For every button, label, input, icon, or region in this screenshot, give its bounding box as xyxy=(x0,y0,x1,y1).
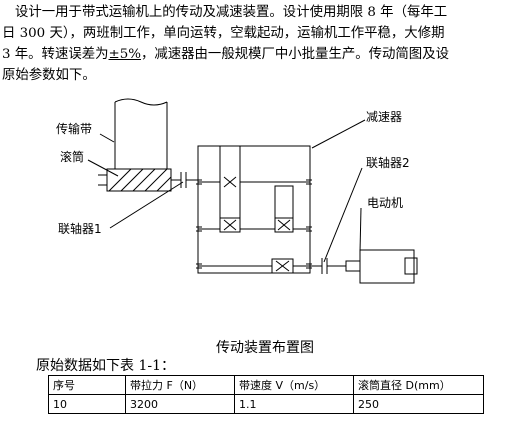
cell-belt-tension: 3200 xyxy=(125,394,235,414)
parameters-table: 序号 带拉力 F（N） 带速度 V（m/s） 滚筒直径 D(mm） 10 320… xyxy=(48,375,484,414)
intro-paragraph: 设计一用于带式运输机上的传动及减速装置。设计使用期限 8 年（每年工 日 300… xyxy=(2,2,526,86)
label-coupling-1: 联轴器1 xyxy=(58,221,102,236)
diagram-caption: 传动装置布置图 xyxy=(216,340,314,356)
label-coupling-2: 联轴器2 xyxy=(366,155,410,170)
gear-2 xyxy=(219,217,241,233)
table-header-row: 序号 带拉力 F（N） 带速度 V（m/s） 滚筒直径 D(mm） xyxy=(48,375,484,395)
intro-line-3: 3 年。转速误差为±5%，减速器由一般规模厂中小批量生产。传动简图及设 xyxy=(2,44,526,65)
intro-line-1: 设计一用于带式运输机上的传动及减速装置。设计使用期限 8 年（每年工 xyxy=(15,5,448,20)
intro-line-2: 日 300 天），两班制工作，单向运转，空载起动，运输机工作平稳，大修期 xyxy=(2,26,445,41)
cell-drum-diameter: 250 xyxy=(353,394,484,414)
cell-index: 10 xyxy=(48,394,126,414)
conveyor-belt xyxy=(114,98,168,172)
label-conveyor-belt: 传输带 xyxy=(56,121,92,136)
intro-line-3-end: ，减速器由一般规模厂中小批量生产。传动简图及设 xyxy=(140,47,449,62)
label-motor: 电动机 xyxy=(367,196,403,210)
label-reducer: 减速器 xyxy=(366,110,402,124)
cell-belt-speed: 1.1 xyxy=(234,394,354,414)
intro-line-4: 原始参数如下。 xyxy=(2,68,96,83)
intro-line-3-start: 3 年。转速误差为 xyxy=(2,47,109,62)
table-title: 原始数据如下表 1-1： xyxy=(36,358,175,374)
leader-lines xyxy=(87,119,366,263)
gear-5 xyxy=(271,258,294,274)
transmission-layout-diagram: 传输带 滚筒 联轴器1 减速器 联轴器2 电动机 xyxy=(56,98,418,284)
bearing-marks xyxy=(196,179,312,269)
gear-3 xyxy=(274,217,294,233)
coupling-1 xyxy=(180,172,187,188)
label-drum: 滚筒 xyxy=(60,149,84,164)
reducer-housing xyxy=(197,145,311,274)
gear-4 xyxy=(274,185,294,219)
drum xyxy=(98,168,172,192)
table-row: 10 3200 1.1 250 xyxy=(48,394,484,414)
header-index: 序号 xyxy=(48,375,126,395)
gear-1 xyxy=(219,145,241,219)
header-belt-speed: 带速度 V（m/s） xyxy=(234,375,354,395)
header-drum-diameter: 滚筒直径 D(mm） xyxy=(353,375,484,395)
speed-tolerance: ±5% xyxy=(108,47,141,62)
header-belt-tension: 带拉力 F（N） xyxy=(125,375,235,395)
electric-motor xyxy=(345,249,418,284)
